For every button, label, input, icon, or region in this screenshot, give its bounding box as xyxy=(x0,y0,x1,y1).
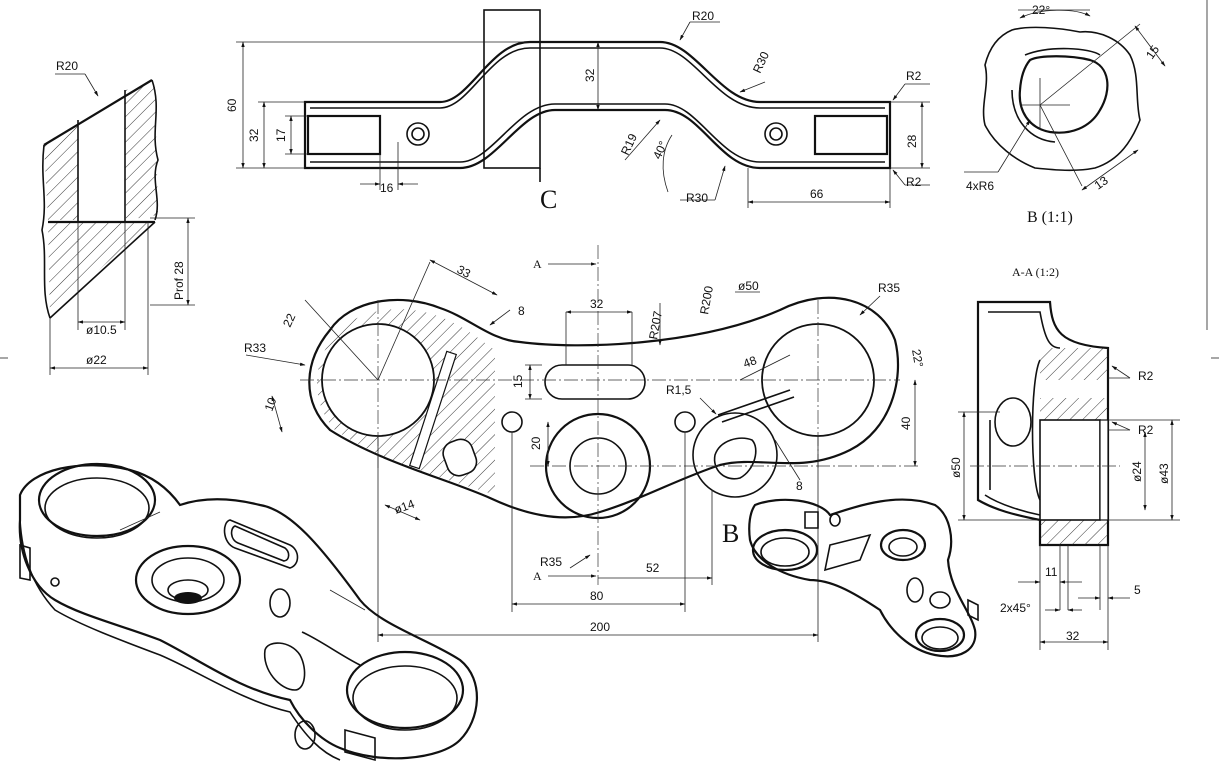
dim-h60: 60 xyxy=(225,98,239,112)
dim-top-r35-right: R35 xyxy=(878,281,900,295)
dim-top-80: 80 xyxy=(590,589,604,603)
dim-h17: 17 xyxy=(274,128,288,142)
section-a-top: A xyxy=(533,257,542,271)
dim-top-22: 22 xyxy=(280,311,298,329)
dim-aa-5: 5 xyxy=(1134,583,1141,597)
dim-r30-bottom: R30 xyxy=(686,191,708,205)
side-view xyxy=(236,9,930,208)
left-section-detail xyxy=(41,73,195,375)
view-c-marker: C xyxy=(540,185,557,214)
dim-b-angle-22: 22° xyxy=(1032,3,1050,17)
dim-top-200: 200 xyxy=(590,620,610,634)
detail-b-title: B (1:1) xyxy=(1027,209,1073,226)
dim-top-32: 32 xyxy=(590,297,604,311)
dim-top-8: 8 xyxy=(796,479,803,493)
dim-r30-top: R30 xyxy=(750,49,772,75)
dim-prof-28: Prof 28 xyxy=(172,261,186,300)
dim-w16: 16 xyxy=(380,181,394,195)
dim-top-d8: 8 xyxy=(518,304,525,318)
dim-top-33: 33 xyxy=(455,262,474,281)
dim-top-20: 20 xyxy=(529,436,543,450)
dim-aa-11: 11 xyxy=(1045,565,1058,579)
detail-b-marker: B xyxy=(722,519,739,548)
dim-h28: 28 xyxy=(905,134,919,148)
dim-r20-side: R20 xyxy=(692,9,714,23)
section-a-bottom: A xyxy=(533,569,542,583)
dim-angle-40: 40° xyxy=(650,139,670,162)
dim-top-48: 48 xyxy=(741,353,759,371)
dim-top-r33: R33 xyxy=(244,341,266,355)
dim-h32-left: 32 xyxy=(247,128,261,142)
dim-aa-chamfer: 2x45° xyxy=(1000,601,1031,615)
dim-top-d50: ø50 xyxy=(738,279,759,293)
dim-top-52: 52 xyxy=(646,561,660,575)
top-view xyxy=(245,245,920,642)
dim-aa-32: 32 xyxy=(1066,629,1080,643)
section-aa-view xyxy=(958,300,1180,650)
dim-b-4xr6: 4xR6 xyxy=(966,179,994,193)
section-aa-title: A-A (1:2) xyxy=(1012,265,1059,279)
dim-d10-5: ø10.5 xyxy=(86,323,117,337)
detail-b-view xyxy=(964,9,1166,191)
isometric-view-small xyxy=(748,498,979,658)
isometric-view-large xyxy=(18,462,479,762)
dim-aa-d24: ø24 xyxy=(1130,461,1144,482)
dim-b-13: 13 xyxy=(1092,173,1111,192)
dim-aa-r2-top: R2 xyxy=(1138,369,1154,383)
dim-r19: R19 xyxy=(618,131,640,157)
dim-aa-r2-bottom: R2 xyxy=(1138,423,1154,437)
dim-top-40: 40 xyxy=(899,416,913,430)
dim-r2-bottom: R2 xyxy=(906,175,922,189)
dim-top-r35-bottom: R35 xyxy=(540,555,562,569)
dim-top-r207: R207 xyxy=(646,310,665,341)
dim-aa-d50: ø50 xyxy=(949,457,963,478)
dim-w66: 66 xyxy=(810,187,824,201)
dim-d22-left: ø22 xyxy=(86,353,107,367)
dim-h32-center: 32 xyxy=(583,68,597,82)
dim-top-10: 10 xyxy=(262,395,280,413)
dim-aa-d43: ø43 xyxy=(1157,463,1171,484)
dim-r2-top: R2 xyxy=(906,69,922,83)
dim-top-angle-22: 22° xyxy=(909,348,926,368)
dim-r20-left: R20 xyxy=(56,59,78,73)
dim-top-r200: R200 xyxy=(697,285,716,316)
dim-top-15: 15 xyxy=(511,374,525,388)
dim-top-d14: ø14 xyxy=(392,496,417,516)
dim-top-r1-5: R1,5 xyxy=(666,383,692,397)
